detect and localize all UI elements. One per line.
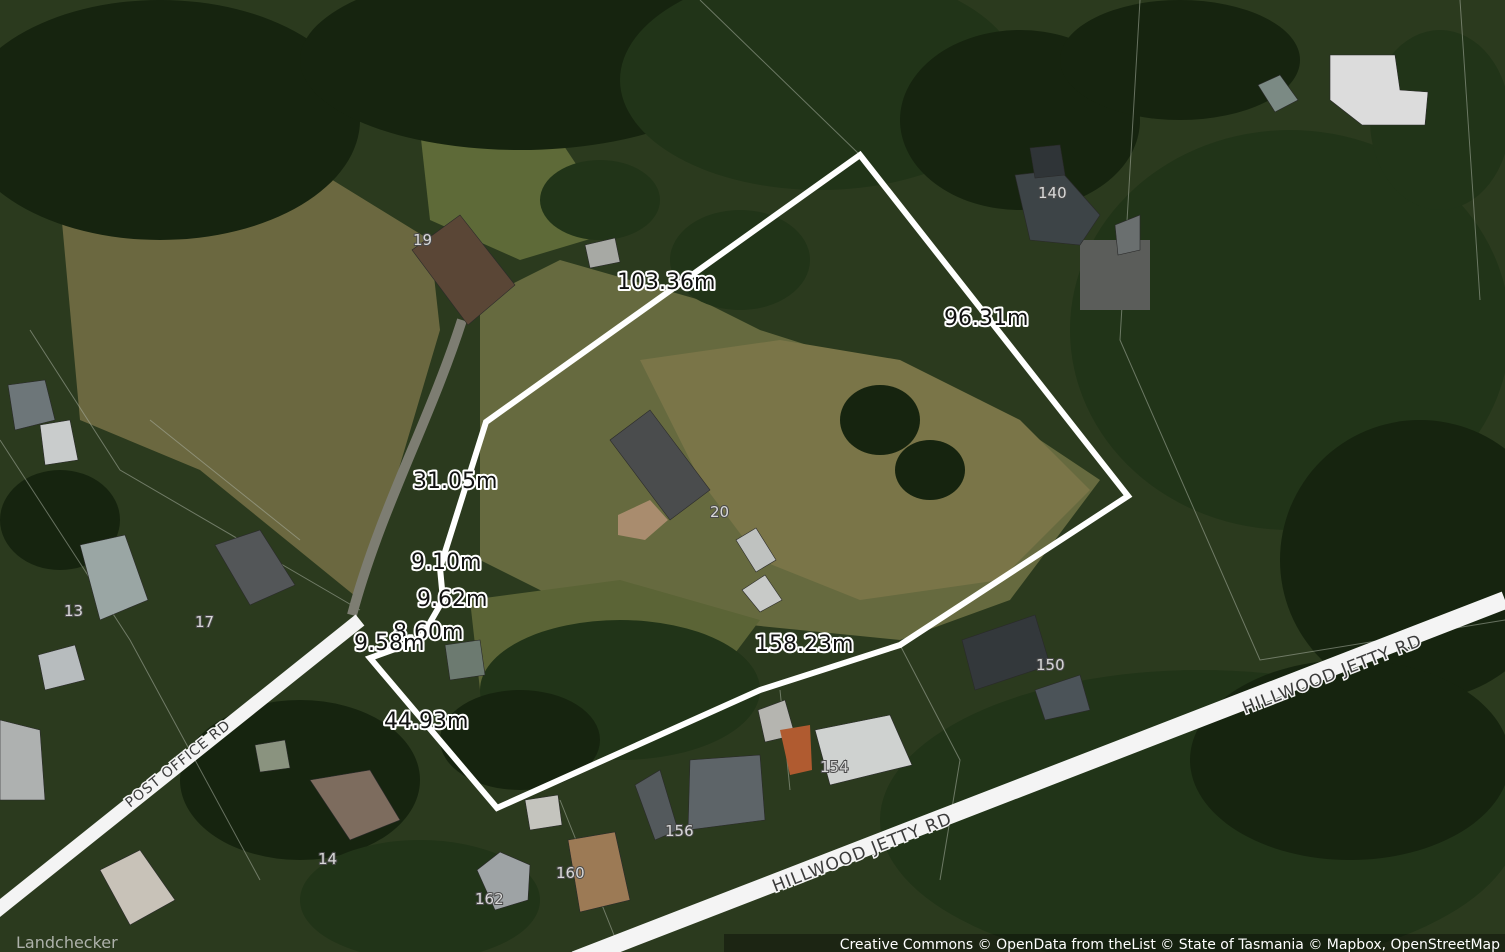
buildings <box>0 54 1429 926</box>
garden-patch <box>780 725 812 775</box>
house-number: 160 <box>556 864 585 882</box>
boundary-dimensions: 103.36m 96.31m 31.05m 9.10m 9.62m 8.60m … <box>352 268 1030 736</box>
dimension-label: 9.62m <box>417 587 487 612</box>
dimension-label: 96.31m <box>944 306 1028 331</box>
attribution-bar <box>724 934 1505 952</box>
house-number: 14 <box>318 850 337 868</box>
dimension-label: 8.60m <box>393 620 463 645</box>
property-boundary[interactable] <box>364 150 1133 812</box>
house-number: 13 <box>64 602 83 620</box>
attribution-text[interactable]: Creative Commons © OpenData from theList… <box>840 937 1500 952</box>
driveway <box>347 318 467 617</box>
house-number: 156 <box>665 822 694 840</box>
road-post-office-rd <box>0 614 365 917</box>
dimension-label: 9.58m <box>354 631 424 656</box>
house-number: 20 <box>710 503 729 521</box>
dirt-patch <box>618 500 668 540</box>
house-numbers: 19 20 140 150 154 156 160 162 13 17 14 <box>63 183 1068 909</box>
dimension-label: 158.23m <box>755 632 853 657</box>
house-number: 150 <box>1036 656 1065 674</box>
house-number: 19 <box>413 231 432 249</box>
parking-area <box>1080 240 1150 310</box>
house-number: 17 <box>195 613 214 631</box>
road-hillwood-jetty-rd <box>571 591 1505 952</box>
house-number: 162 <box>475 890 504 908</box>
roads <box>0 591 1505 952</box>
dimension-label: 44.93m <box>384 709 468 734</box>
landchecker-logo: Landchecker <box>16 933 118 952</box>
dimension-label: 103.36m <box>617 270 715 295</box>
house-number: 140 <box>1038 184 1067 202</box>
dimension-label: 9.10m <box>411 550 481 575</box>
house-number: 154 <box>820 758 849 776</box>
dimension-label: 31.05m <box>413 469 497 494</box>
